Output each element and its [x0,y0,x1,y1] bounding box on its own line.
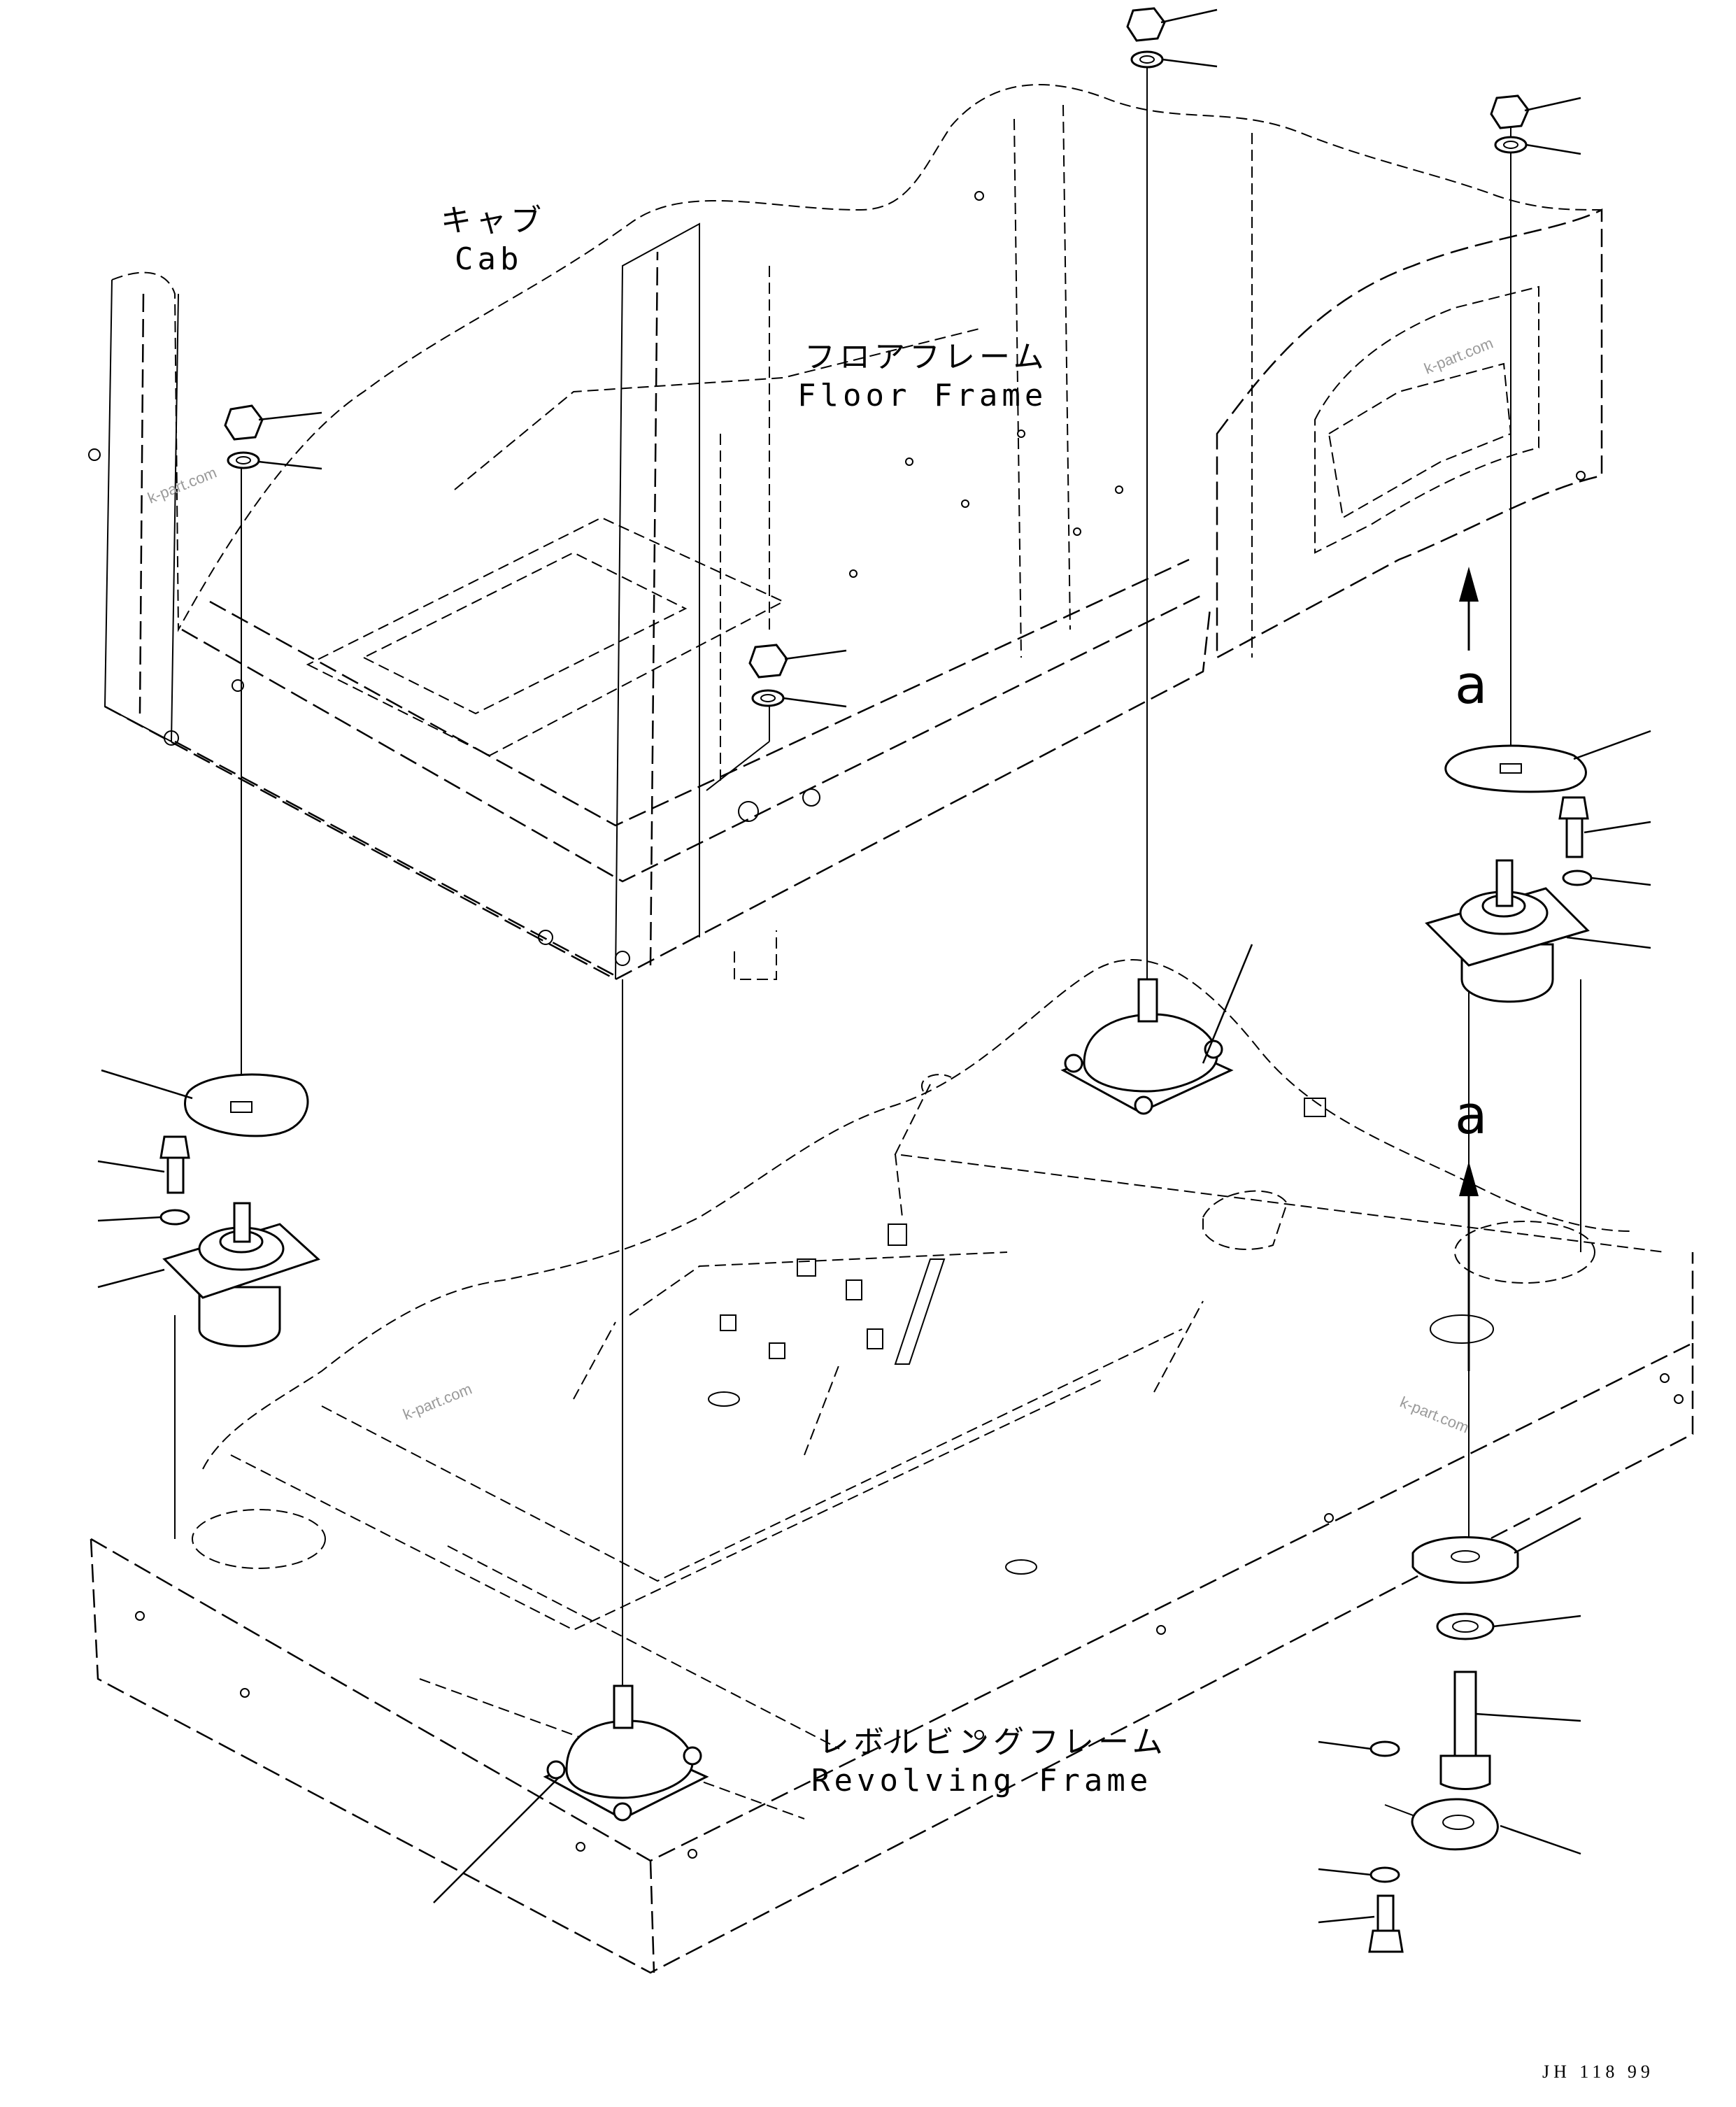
bolt-left [97,1135,190,1194]
nut-upper-left [224,404,322,441]
arrow-a-lower [1459,1161,1479,1371]
bracket-lower-right [1411,1798,1581,1855]
arrow-a-upper-label: a [1455,653,1488,716]
bolt-lower-right [1318,1894,1404,1953]
washer-upper-right [1494,136,1581,155]
washer-upper-left [227,451,322,470]
arrow-a-lower-label: a [1455,1084,1488,1146]
bolt-upper-right [1558,796,1651,858]
washer-lower-right-3 [1318,1866,1400,1883]
nut-upper-center [1126,7,1218,42]
washer-left [97,1209,190,1226]
cab-label-jp: キャブ [441,203,546,239]
arrow-a-upper [1459,567,1479,651]
washer-lower-right [1436,1612,1581,1640]
floor-frame-label-jp: フロアフレーム [804,339,1048,375]
cap-lower-right [1411,1517,1581,1584]
long-bolt-lower-right [1439,1670,1581,1790]
stopper-plate-left [101,1069,309,1137]
washer-lower-right-2 [1318,1740,1400,1757]
watermark-2: k-part.com [1422,334,1496,378]
mount-left [97,1202,320,1347]
assembly-axes [174,63,1581,1840]
mount-upper-right [1425,859,1651,1003]
floor-frame-label-en: Floor Frame [797,378,1047,413]
washer-middle [751,689,847,708]
mount-lower-left [433,1684,709,1903]
washer-upper-center [1130,50,1218,69]
revolving-frame [90,959,1694,1974]
watermark-4: k-part.com [1397,1393,1472,1436]
nut-upper-right [1490,94,1581,129]
revolving-frame-label-jp: レボルビングフレーム [818,1724,1167,1760]
mount-center [1060,944,1253,1115]
washer-upper-right-2 [1562,870,1651,886]
nut-middle [748,644,847,679]
stopper-plate-right [1444,730,1651,793]
watermark-1: k-part.com [145,464,220,507]
watermark-3: k-part.com [401,1380,475,1424]
revolving-frame-label-en: Revolving Frame [811,1763,1152,1799]
cab-floor-frame [88,83,1603,981]
cab-label-en: Cab [455,241,522,277]
drawing-code: JH 118 99 [1542,2062,1654,2082]
